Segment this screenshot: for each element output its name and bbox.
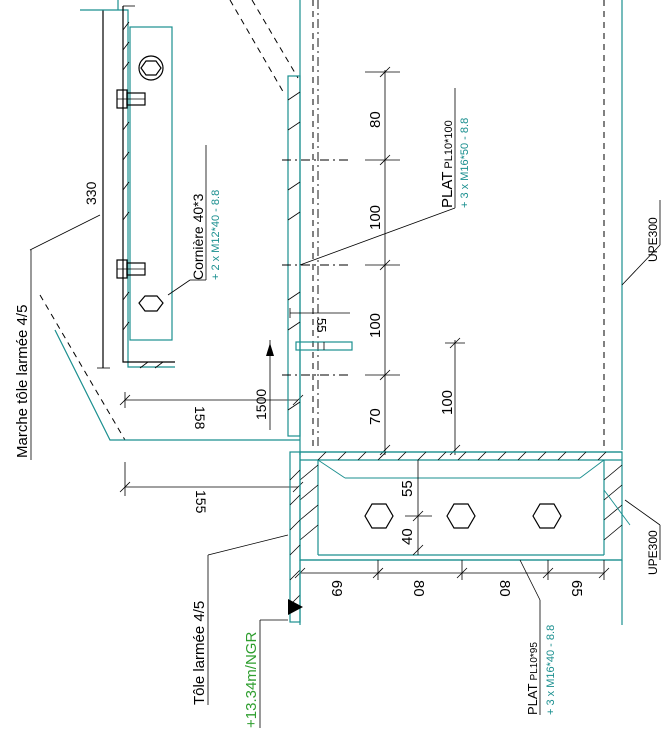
dim-70: 70 — [367, 408, 384, 425]
dim-155: 155 — [119, 462, 304, 514]
plat-bottom-title: PLATPL10*95 — [525, 642, 540, 715]
dim-55-beam: 55 — [399, 480, 416, 497]
level-marker: +13.34m/NGR — [243, 599, 303, 728]
dim-55-small: 55 — [289, 308, 350, 332]
dim-155-label: 155 — [193, 490, 209, 514]
dim-69: 69 — [328, 580, 345, 597]
dim-chain-vertical: 80 100 100 70 — [365, 66, 400, 456]
dim-100-a: 100 — [367, 205, 384, 230]
dim-80-b: 80 — [496, 580, 513, 597]
dim-100-b: 100 — [367, 313, 384, 338]
dim-chain-horizontal: 69 80 80 65 — [294, 560, 610, 597]
marche-label: Marche tôle larmée 4/5 — [14, 305, 31, 458]
tole-label: Tôle larmée 4/5 — [191, 601, 208, 705]
dim-1500: 1500 — [253, 340, 274, 430]
bolt-hex-1 — [364, 503, 394, 529]
bolt-hex-3 — [532, 503, 562, 529]
dim-55-small-label: 55 — [314, 318, 329, 332]
corniere-callout: Cornière 40*3 + 2 x M12*40 - 8.8 — [167, 145, 222, 296]
upe-right-callout: UPE300 — [621, 200, 661, 286]
dim-beam-vertical: 55 40 — [399, 460, 432, 556]
beam-section — [299, 451, 631, 561]
plat-top-bolts: + 3 x M16*50 - 8.8 — [459, 118, 471, 208]
corniere-bracket: 330 — [80, 5, 175, 369]
bolt-upper — [116, 89, 146, 109]
corniere-title: Cornière 40*3 — [190, 193, 206, 280]
dim-158-label: 158 — [192, 406, 208, 430]
dim-100-right: 100 — [439, 337, 465, 456]
upe-right-label: UPE300 — [646, 217, 660, 262]
dim-65: 65 — [568, 580, 585, 597]
upe-bottom-callout: UPE300 — [624, 499, 661, 575]
corniere-bolts: + 2 x M12*40 - 8.8 — [210, 190, 222, 280]
marche-callout: Marche tôle larmée 4/5 — [14, 214, 101, 460]
dim-1500-label: 1500 — [253, 389, 269, 420]
bolt-hex-2 — [446, 503, 476, 529]
dim-158: 158 — [119, 392, 304, 430]
dim-80-top: 80 — [367, 111, 384, 128]
plat-top-callout: PLATPL10*100 + 3 x M16*50 - 8.8 — [299, 88, 471, 266]
dim-80-a: 80 — [410, 580, 427, 597]
level-label: +13.34m/NGR — [243, 632, 260, 728]
bolt-lower — [116, 259, 146, 279]
upe-bottom-label: UPE300 — [646, 530, 660, 575]
tole-callout: Tôle larmée 4/5 — [191, 534, 289, 705]
dim-100-right-label: 100 — [439, 390, 456, 415]
plat-bottom-size: PL10*95 — [529, 642, 540, 681]
dim-40: 40 — [399, 528, 416, 545]
plat-top-size: PL10*100 — [443, 120, 455, 168]
plat-bottom-bolts: + 3 x M16*40 - 8.8 — [545, 625, 557, 715]
dim-330-label: 330 — [83, 181, 99, 205]
plat-top-title: PLATPL10*100 — [439, 120, 456, 208]
plat-top-plate — [282, 75, 353, 437]
plat-bottom-callout: PLATPL10*95 + 3 x M16*40 - 8.8 — [519, 559, 557, 715]
column-upe300 — [299, 0, 623, 455]
